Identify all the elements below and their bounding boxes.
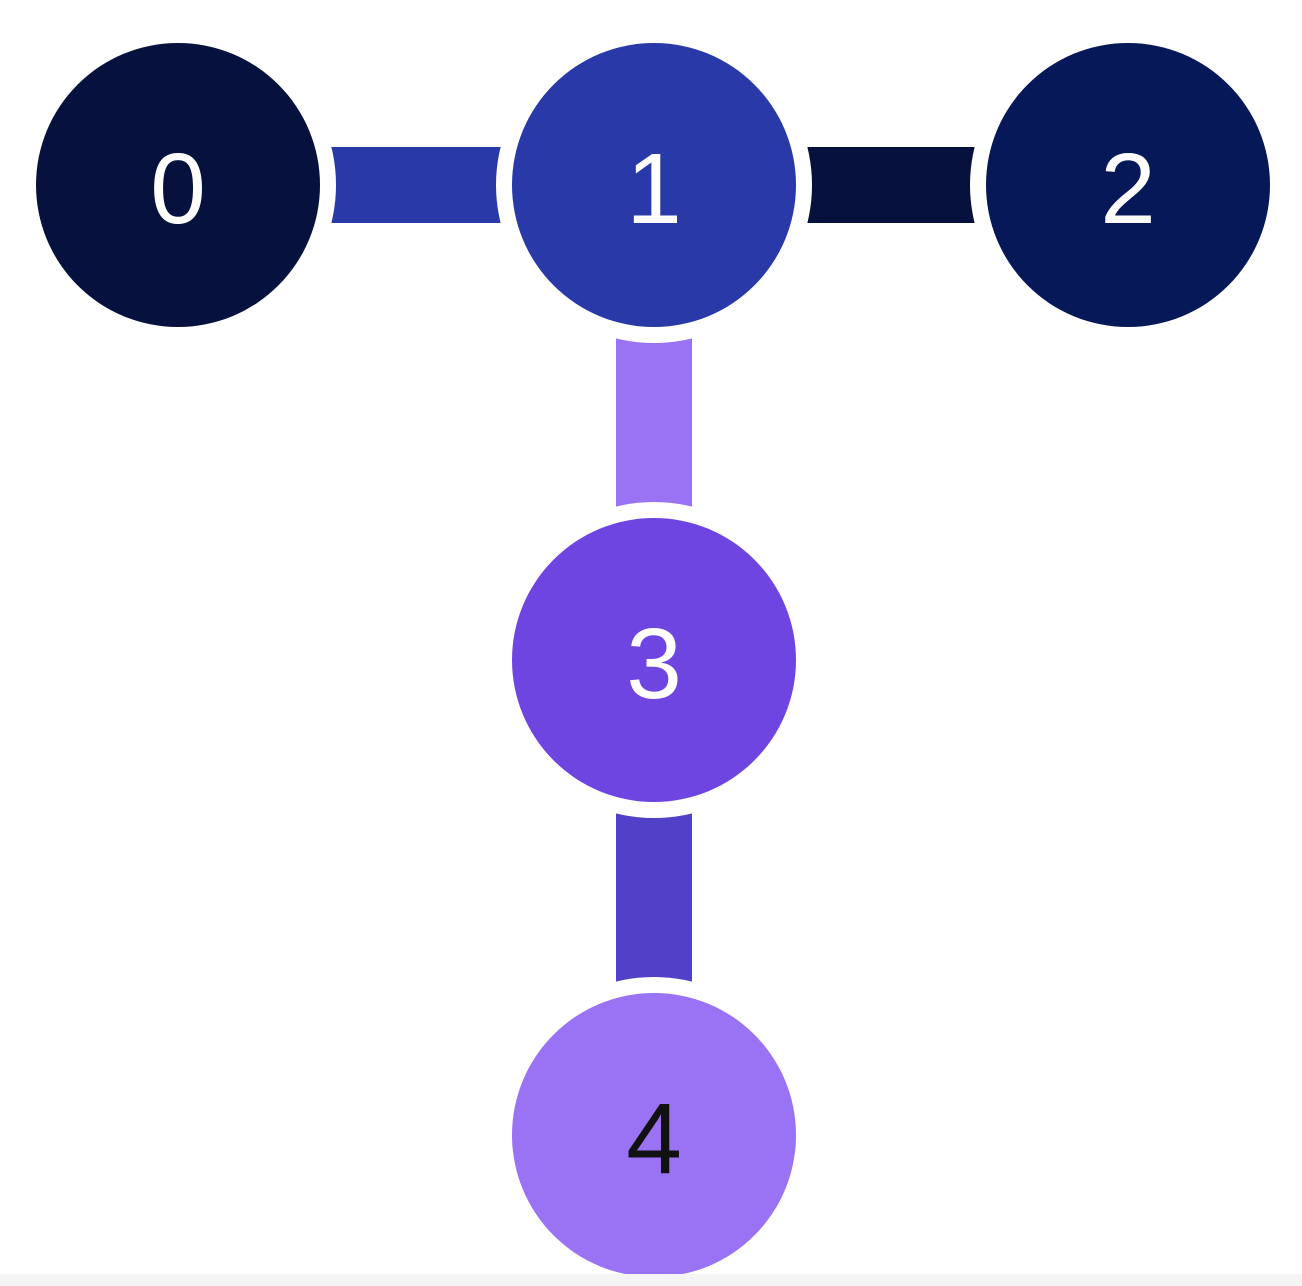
node-3-circle bbox=[512, 518, 796, 802]
node-4-label: 4 bbox=[626, 1083, 682, 1195]
node-1-circle bbox=[512, 43, 796, 327]
node-3-label: 3 bbox=[626, 608, 682, 720]
node-4: 4 bbox=[496, 977, 812, 1286]
nodes-layer: 0 1 2 3 4 bbox=[20, 27, 1286, 1286]
node-2-circle bbox=[986, 43, 1270, 327]
node-2: 2 bbox=[970, 27, 1286, 343]
node-0-circle bbox=[36, 43, 320, 327]
node-1-label: 1 bbox=[626, 133, 682, 245]
node-1: 1 bbox=[496, 27, 812, 343]
node-3: 3 bbox=[496, 502, 812, 818]
node-0-label: 0 bbox=[150, 133, 206, 245]
bottom-strip bbox=[0, 1274, 1302, 1286]
node-2-label: 2 bbox=[1100, 133, 1156, 245]
node-4-circle bbox=[512, 993, 796, 1277]
node-0: 0 bbox=[20, 27, 336, 343]
